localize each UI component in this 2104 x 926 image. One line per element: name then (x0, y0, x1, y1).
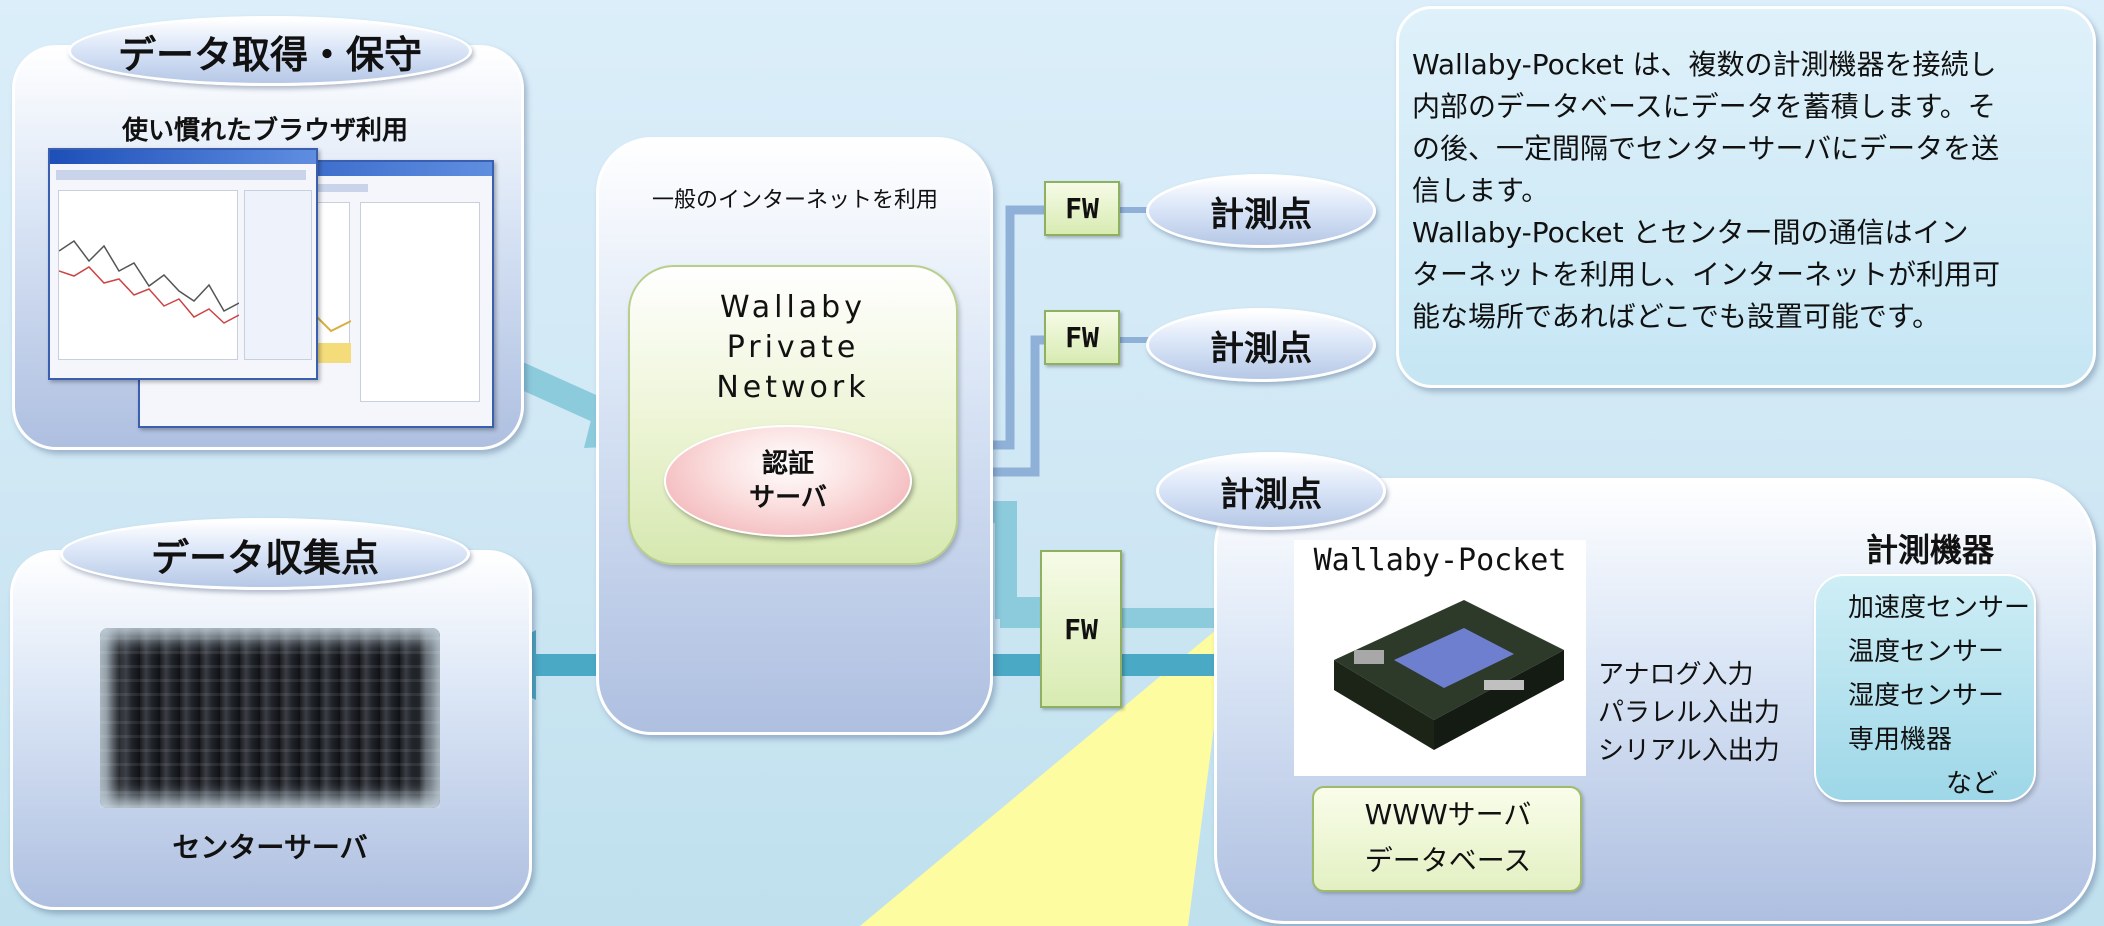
firewall-3-label: FW (1064, 612, 1098, 646)
browser-screenshot (48, 148, 496, 428)
front-chart-graphic (58, 239, 240, 324)
instruments-list: 加速度センサー 温度センサー 湿度センサー 専用機器 など (1848, 586, 2034, 806)
measure-point-2: 計測点 (1146, 308, 1376, 382)
description-line-7: 能な場所であればどこでも設置可能です。 (1412, 300, 1941, 333)
description-box (1396, 6, 2096, 388)
private-network-line-2: Private (726, 330, 860, 365)
instrument-item-3: 湿度センサー (1848, 681, 2005, 711)
collection-title: データ収集点 (150, 535, 379, 580)
auth-server-line-1: 認証 (761, 449, 814, 479)
io-line-1: アナログ入力 (1598, 660, 1754, 690)
data-access-title-tab: データ取得・保守 (68, 16, 472, 86)
description-line-4: 信します。 (1412, 174, 1550, 207)
description-line-5: Wallaby-Pocket とセンター間の通信はイン (1412, 216, 1969, 249)
instrument-item-4: 専用機器 (1848, 725, 1953, 755)
io-labels: アナログ入力 パラレル入出力 シリアル入出力 (1598, 656, 1798, 770)
description-line-3: の後、一定間隔でセンターサーバにデータを送 (1412, 132, 2000, 165)
io-line-2: パラレル入出力 (1598, 698, 1781, 728)
private-network-line-3: Network (716, 370, 870, 405)
scroll-line-1: WWWサーバ (1364, 798, 1532, 831)
measure-point-1: 計測点 (1146, 174, 1376, 248)
private-network-line-1: Wallaby (720, 290, 866, 325)
device-photo (1294, 580, 1586, 776)
firewall-3: FW (1040, 550, 1122, 708)
spotlight-beam (860, 620, 1228, 926)
private-network-title: Wallaby Private Network (628, 288, 958, 408)
description-line-6: ターネットを利用し、インターネットが利用可 (1412, 258, 2001, 291)
browser-window-front (48, 148, 318, 380)
description-text: Wallaby-Pocket は、複数の計測機器を接続し 内部のデータベースにデ… (1412, 44, 2092, 338)
firewall-1-label: FW (1065, 192, 1099, 225)
firewall-1: FW (1044, 181, 1120, 236)
browser-caption: 使い慣れたブラウザ利用 (121, 115, 408, 146)
firewall-2: FW (1044, 310, 1120, 365)
auth-server-node: 認証 サーバ (664, 425, 912, 537)
site-title-tab: 計測点 (1156, 452, 1386, 530)
device-title: Wallaby-Pocket (1294, 540, 1586, 580)
device-scroll (1312, 786, 1582, 892)
center-server-label: センターサーバ (172, 831, 368, 864)
collection-title-tab: データ収集点 (60, 518, 470, 590)
instruments-title: 計測機器 (1865, 531, 1994, 569)
instruments-box (1814, 574, 2036, 802)
scroll-line-2: データベース (1364, 844, 1532, 877)
io-line-3: シリアル入出力 (1598, 736, 1780, 766)
instrument-item-1: 加速度センサー (1848, 593, 2031, 623)
site-title: 計測点 (1220, 474, 1322, 515)
instrument-item-2: 温度センサー (1848, 637, 2005, 667)
description-line-1: Wallaby-Pocket は、複数の計測機器を接続し (1412, 48, 1997, 81)
description-line-2: 内部のデータベースにデータを蓄積します。そ (1412, 90, 1996, 123)
measure-point-1-label: 計測点 (1210, 194, 1312, 235)
device-board-graphic (1334, 600, 1564, 750)
device-scroll-text: WWWサーバ データベース (1330, 792, 1566, 884)
auth-server-line-2: サーバ (749, 483, 827, 513)
instrument-etc: など (1945, 769, 1998, 799)
server-rack-image (100, 628, 440, 808)
internet-label: 一般のインターネットを利用 (651, 188, 938, 213)
firewall-2-label: FW (1065, 321, 1099, 354)
measure-point-2-label: 計測点 (1210, 328, 1312, 369)
data-access-title: データ取得・保守 (117, 32, 422, 77)
